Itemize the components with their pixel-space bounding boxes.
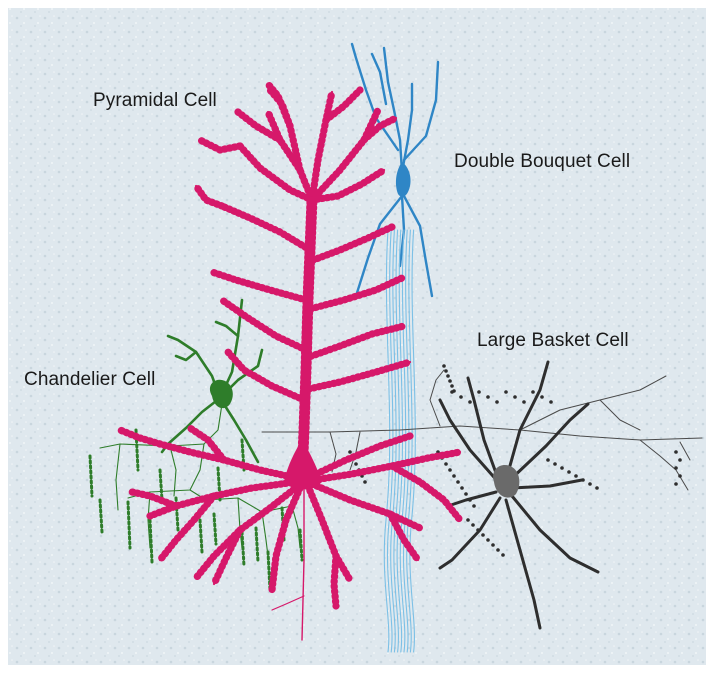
large-basket-bouton bbox=[486, 395, 490, 399]
chandelier-cartridge bbox=[200, 520, 202, 552]
large-basket-bouton bbox=[354, 462, 358, 466]
pyramidal-basal-dendrite-spines bbox=[334, 556, 336, 606]
large-basket-bouton bbox=[588, 482, 592, 486]
large-basket-cell-label: Large Basket Cell bbox=[477, 330, 629, 352]
large-basket-bouton bbox=[504, 390, 508, 394]
large-basket-bouton bbox=[460, 486, 464, 490]
large-basket-bouton bbox=[456, 480, 460, 484]
large-basket-bouton bbox=[442, 364, 446, 368]
large-basket-bouton bbox=[549, 400, 553, 404]
large-basket-bouton bbox=[468, 498, 472, 502]
large-basket-bouton bbox=[531, 390, 535, 394]
large-basket-bouton bbox=[540, 395, 544, 399]
large-basket-bouton bbox=[501, 553, 505, 557]
large-basket-bouton bbox=[560, 466, 564, 470]
large-basket-bouton bbox=[553, 462, 557, 466]
large-basket-bouton bbox=[546, 458, 550, 462]
large-basket-bouton bbox=[513, 395, 517, 399]
chandelier-cartridge bbox=[300, 530, 302, 560]
large-basket-bouton bbox=[574, 474, 578, 478]
large-basket-bouton bbox=[481, 533, 485, 537]
large-basket-bouton bbox=[495, 400, 499, 404]
large-basket-bouton bbox=[448, 468, 452, 472]
large-basket-bouton bbox=[450, 384, 454, 388]
large-basket-bouton bbox=[674, 466, 678, 470]
chandelier-cartridge bbox=[100, 500, 102, 532]
large-basket-bouton bbox=[466, 518, 470, 522]
large-basket-bouton bbox=[448, 379, 452, 383]
large-basket-bouton bbox=[491, 543, 495, 547]
large-basket-bouton bbox=[674, 450, 678, 454]
large-basket-bouton bbox=[444, 369, 448, 373]
large-basket-bouton bbox=[522, 400, 526, 404]
large-basket-bouton bbox=[452, 389, 456, 393]
large-basket-bouton bbox=[674, 482, 678, 486]
large-basket-bouton bbox=[477, 390, 481, 394]
large-basket-bouton bbox=[581, 478, 585, 482]
large-basket-bouton bbox=[363, 480, 367, 484]
chandelier-cartridge bbox=[160, 470, 162, 500]
large-basket-bouton bbox=[468, 400, 472, 404]
chandelier-cartridge bbox=[150, 520, 152, 562]
large-basket-bouton bbox=[476, 528, 480, 532]
chandelier-cell-label: Chandelier Cell bbox=[24, 369, 155, 391]
large-basket-bouton bbox=[471, 523, 475, 527]
pyramidal-cell-label: Pyramidal Cell bbox=[93, 90, 217, 112]
chandelier-cartridge bbox=[214, 514, 216, 544]
large-basket-bouton bbox=[567, 470, 571, 474]
large-basket-bouton bbox=[464, 492, 468, 496]
large-basket-bouton bbox=[446, 374, 450, 378]
large-basket-bouton bbox=[348, 450, 352, 454]
large-basket-bouton bbox=[678, 458, 682, 462]
large-basket-bouton bbox=[496, 548, 500, 552]
large-basket-bouton bbox=[444, 462, 448, 466]
large-basket-bouton bbox=[678, 474, 682, 478]
large-basket-bouton bbox=[459, 395, 463, 399]
large-basket-bouton bbox=[595, 486, 599, 490]
double-bouquet-cell-label: Double Bouquet Cell bbox=[454, 151, 630, 173]
large-basket-bouton bbox=[452, 474, 456, 478]
large-basket-bouton bbox=[486, 538, 490, 542]
large-basket-bouton bbox=[472, 504, 476, 508]
